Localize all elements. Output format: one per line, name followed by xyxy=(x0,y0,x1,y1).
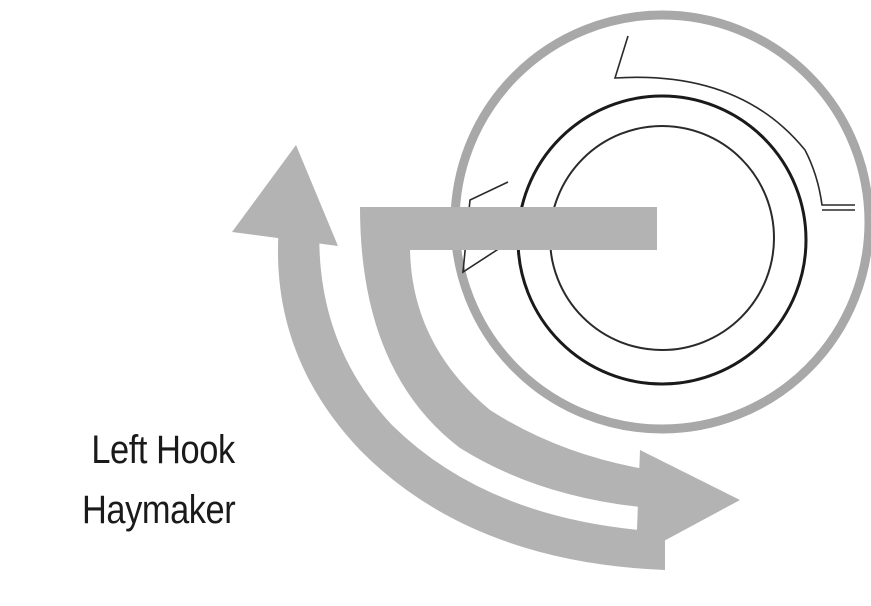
rotation-arrow-outline xyxy=(615,36,855,210)
haymaker-arrowhead xyxy=(232,145,338,246)
left-hook-arrowhead xyxy=(636,450,740,556)
haymaker-label: Haymaker xyxy=(82,488,235,533)
left-hook-label: Left Hook xyxy=(92,428,235,473)
